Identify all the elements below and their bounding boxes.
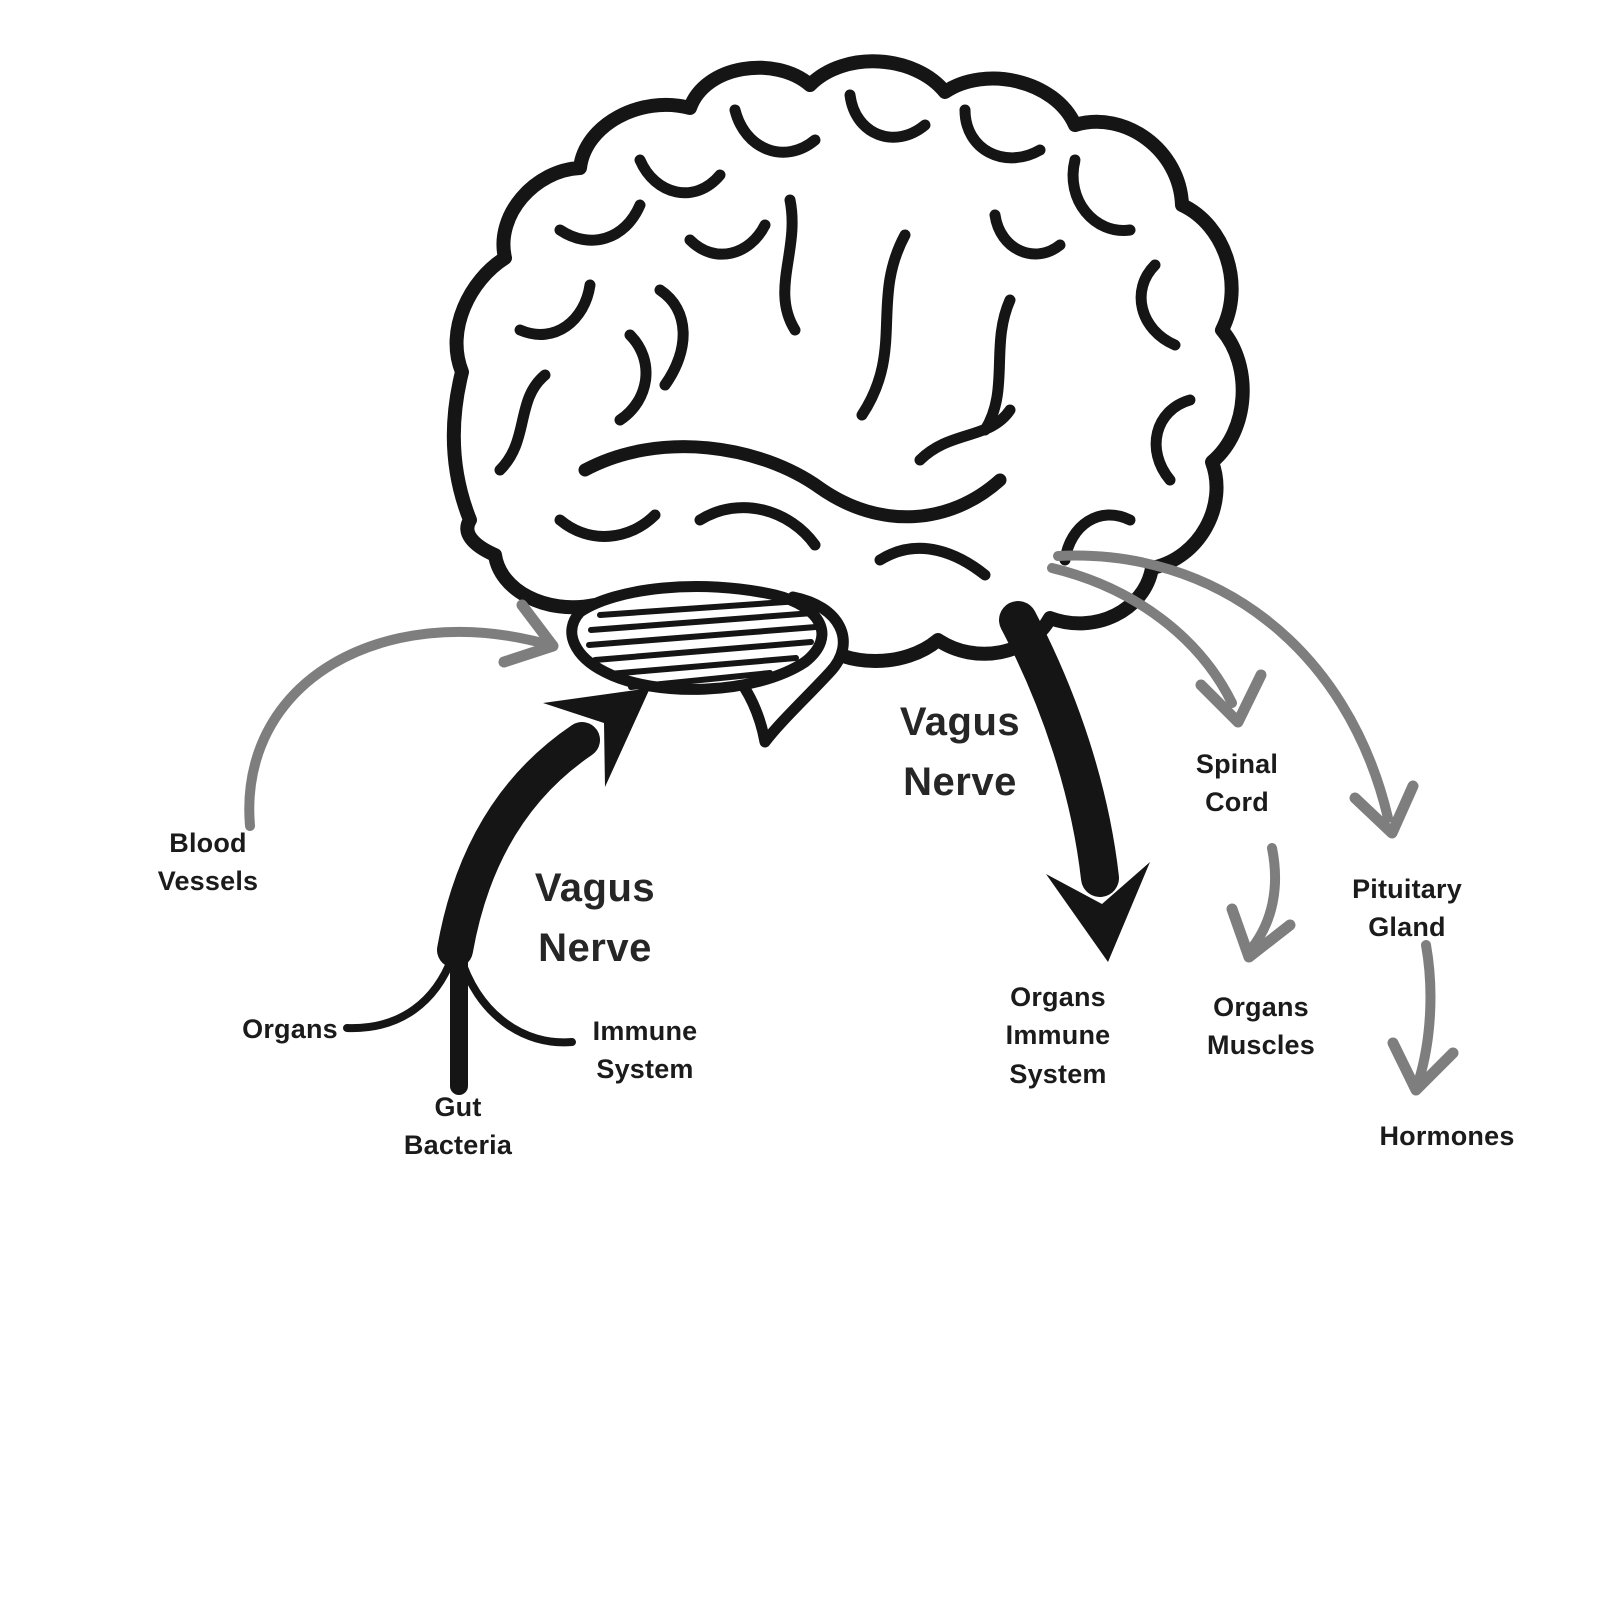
- vagus-efferent-arrow: [999, 601, 1150, 962]
- organs-muscles-arrow: [1226, 843, 1296, 963]
- gray-pathway-arrows: [244, 550, 1459, 1096]
- label-gut-bacteria: Gut Bacteria: [403, 1092, 513, 1161]
- hormones-arrowhead: [1387, 1037, 1459, 1096]
- label-hormones: Hormones: [1379, 1121, 1515, 1151]
- organs-connector-line: [343, 954, 456, 1033]
- blood-vessels-arrowhead: [498, 599, 559, 668]
- cerebellum: [566, 581, 828, 695]
- label-vagus-nerve-afferent: Vagus Nerve: [534, 866, 656, 970]
- brain-illustration: [446, 54, 1250, 748]
- blood-vessels-arrow: [244, 599, 559, 831]
- label-organs-afferent: Organs: [242, 1014, 338, 1044]
- label-blood-vessels: Blood Vessels: [157, 828, 259, 897]
- pituitary-gland-arrow: [1053, 550, 1419, 839]
- spinal-cord-arrowhead: [1195, 669, 1267, 728]
- brain-gyri: [494, 89, 1196, 581]
- organs-muscles-arrowhead: [1226, 903, 1296, 963]
- cerebellum-striations: [586, 598, 819, 690]
- label-immune-system: Immune System: [592, 1016, 698, 1085]
- label-pituitary-gland: Pituitary Gland: [1352, 874, 1462, 943]
- spinal-cord-arrow: [1047, 563, 1267, 728]
- label-organs-muscles: Organs Muscles: [1207, 992, 1315, 1061]
- label-spinal-cord: Spinal Cord: [1195, 749, 1279, 818]
- label-organs-immune-system: Organs Immune System: [1005, 982, 1111, 1089]
- afferent-arrowhead: [543, 688, 650, 787]
- label-vagus-nerve-efferent: Vagus Nerve: [899, 700, 1021, 804]
- afferent-shaft: [437, 722, 600, 968]
- hormones-arrow: [1387, 940, 1459, 1096]
- cerebrum-outline: [446, 54, 1250, 668]
- efferent-shaft: [999, 601, 1119, 897]
- efferent-arrowhead: [1046, 862, 1150, 962]
- pituitary-gland-arrowhead: [1349, 780, 1419, 839]
- vagus-afferent-arrow: [343, 688, 650, 1095]
